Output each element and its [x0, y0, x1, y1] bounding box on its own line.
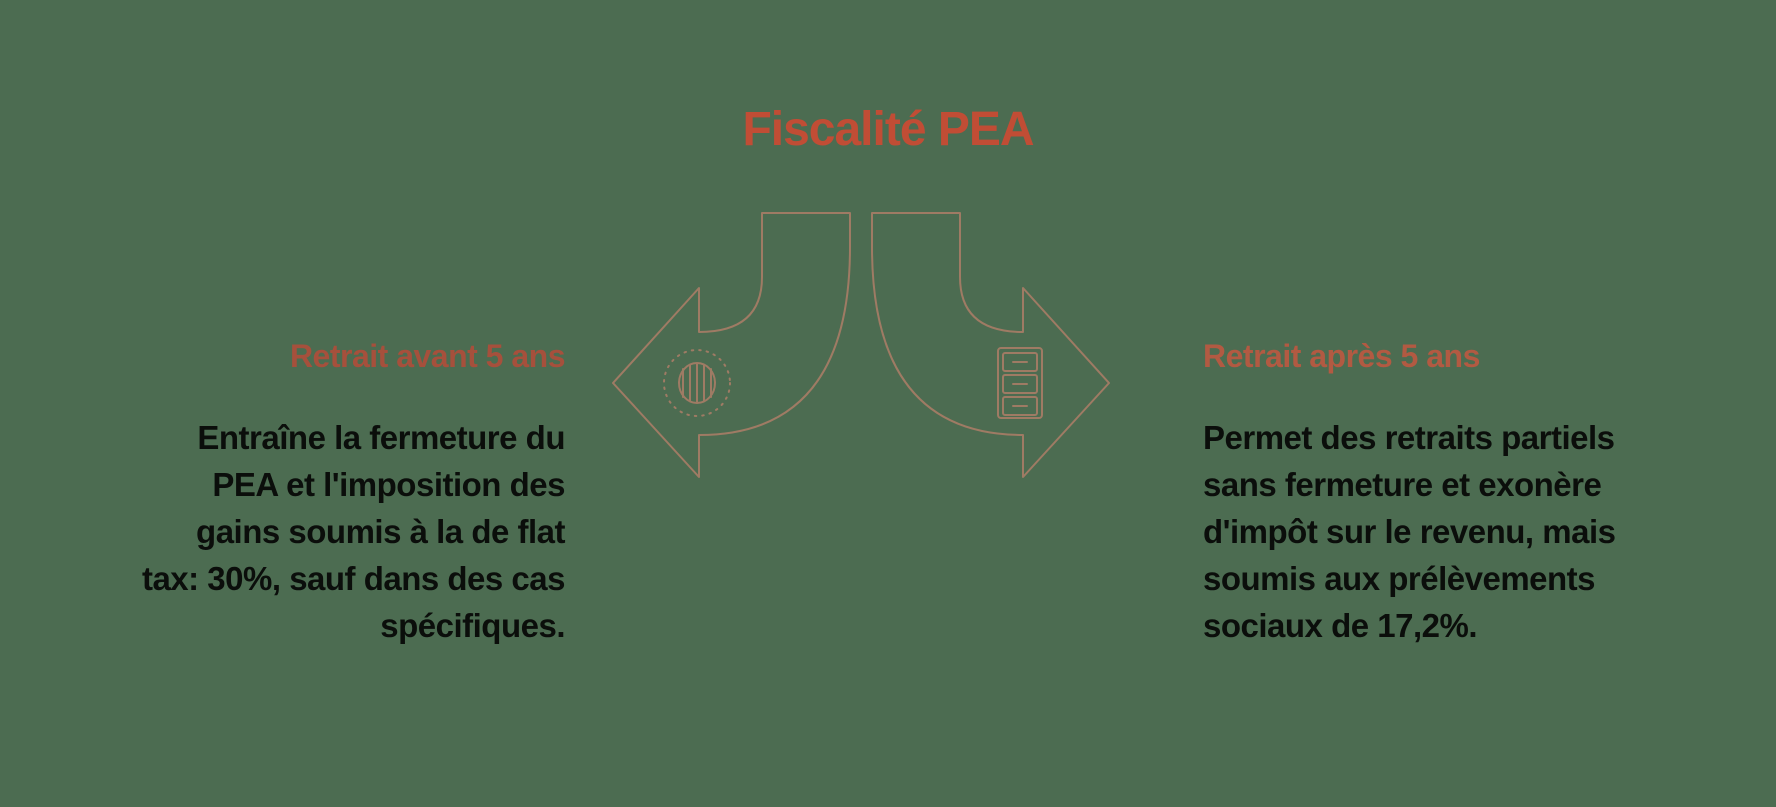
left-branch-heading: Retrait avant 5 ans	[289, 338, 566, 374]
description-line: soumis aux prélèvements	[1203, 560, 1596, 597]
left-branch-description: Entraîne la fermeture du PEA et l'imposi…	[141, 414, 566, 649]
description-line: d'impôt sur le revenu, mais	[1203, 513, 1616, 550]
description-line: spécifiques.	[380, 607, 565, 644]
right-branch-description: Permet des retraits partiels sans fermet…	[1203, 414, 1616, 649]
document-drawer-icon	[997, 347, 1043, 419]
description-line: Permet des retraits partiels	[1203, 419, 1615, 456]
description-line: gains soumis à la de flat	[196, 513, 565, 550]
right-arrow-shape	[871, 212, 1110, 478]
description-line: sociaux de 17,2%.	[1203, 607, 1477, 644]
description-line: Entraîne la fermeture du	[197, 419, 565, 456]
description-line: tax: 30%, sauf dans des cas	[141, 560, 566, 597]
description-line: PEA et l'imposition des	[212, 466, 565, 503]
description-line: sans fermeture et exonère	[1203, 466, 1602, 503]
left-arrow-shape	[612, 212, 851, 478]
coin-icon	[663, 349, 731, 417]
branching-arrows-graphic	[612, 212, 1110, 478]
diagram-title: Fiscalité PEA	[742, 103, 1034, 156]
right-branch-heading: Retrait après 5 ans	[1203, 338, 1480, 374]
